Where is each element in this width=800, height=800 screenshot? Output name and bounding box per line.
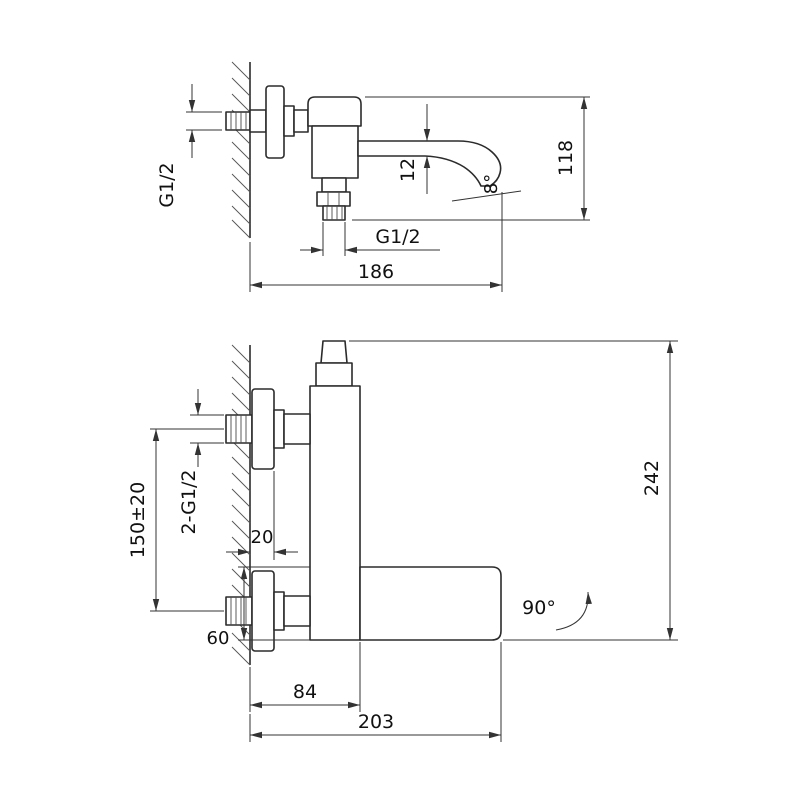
dim-label-150: 150±20 <box>127 482 149 558</box>
dim-overall-height: 118 <box>352 96 590 221</box>
outlet-thread <box>322 205 346 221</box>
dim-label-outlet-thread: G1/2 <box>375 226 420 248</box>
dim-spout-thickness: 12 <box>397 104 431 194</box>
dim-label-203: 203 <box>358 711 394 733</box>
inlet-nut <box>283 105 295 137</box>
mixer-body <box>309 385 361 641</box>
dim-label-118: 118 <box>555 140 577 176</box>
faucet-plan-view <box>225 340 502 652</box>
dim-outlet-thread: G1/2 <box>300 222 440 256</box>
extension-lines <box>238 566 310 641</box>
swivel-arc-arrow <box>555 591 592 631</box>
dim-overall-length: 242 <box>349 340 678 641</box>
faucet-side-view <box>225 85 502 221</box>
extension-lines <box>150 428 224 612</box>
wall-hatching <box>231 61 251 239</box>
dim-body-depth: 84 <box>249 642 361 712</box>
angle-line <box>451 190 522 202</box>
inlet-thread-hatch <box>230 112 247 130</box>
dimensions-top: G1/2 118 12 8° <box>156 84 590 292</box>
lower-inlet-thread <box>225 596 253 626</box>
view-bottom: 150±20 2-G1/2 20 60 <box>127 340 678 742</box>
handle-lever <box>307 96 362 127</box>
outlet-nut-facets <box>327 192 340 206</box>
dim-total-reach: 203 <box>249 642 502 742</box>
lower-thread-hatch <box>230 597 247 625</box>
inlet-connector <box>293 109 309 133</box>
dim-label-186: 186 <box>358 261 394 283</box>
dim-label-inlet-thread: G1/2 <box>156 162 178 207</box>
dim-label-2-g12: 2-G1/2 <box>178 470 200 535</box>
lower-escutcheon <box>251 570 275 652</box>
dim-label-8deg: 8° <box>481 174 502 194</box>
spout-plan <box>359 566 502 641</box>
upper-inlet-thread <box>225 414 253 444</box>
dim-label-60: 60 <box>207 628 230 649</box>
dim-label-242: 242 <box>641 460 663 496</box>
dim-spout-angle: 8° <box>451 174 522 202</box>
extension-lines <box>349 340 678 641</box>
outlet-neck <box>321 177 347 193</box>
extension-lines <box>186 111 222 131</box>
dim-inlet-threads: 2-G1/2 <box>178 389 224 534</box>
upper-escutcheon <box>251 388 275 470</box>
upper-inlet-connector <box>283 413 311 445</box>
dimensions-bottom: 150±20 2-G1/2 20 60 <box>127 340 678 742</box>
dim-swivel-angle: 90° <box>522 591 592 631</box>
upper-inlet-nut <box>273 409 285 449</box>
mixer-body <box>311 125 359 179</box>
dim-flange-offset: 20 <box>226 471 298 560</box>
dim-inlet-thread: G1/2 <box>156 84 222 208</box>
lower-inlet-connector <box>283 595 311 627</box>
dim-reach-186: 186 <box>249 192 503 292</box>
spout <box>357 140 502 187</box>
extension-lines <box>322 222 346 256</box>
upper-thread-hatch <box>230 415 247 443</box>
handle-base <box>315 362 353 387</box>
outlet-thread-hatch <box>326 206 343 220</box>
extension-lines <box>352 96 590 221</box>
handle-knob <box>320 340 348 364</box>
outlet-nut <box>316 191 351 207</box>
dim-inlet-spacing: 150±20 <box>127 428 224 612</box>
dim-label-12: 12 <box>397 158 419 182</box>
dim-label-90deg: 90° <box>522 597 556 619</box>
dim-spout-width: 60 <box>207 566 310 649</box>
wall-escutcheon <box>265 85 285 159</box>
view-top: G1/2 118 12 8° <box>156 61 590 292</box>
dim-label-84: 84 <box>293 681 317 703</box>
wall-section-top <box>231 61 251 239</box>
inlet-pipe <box>249 109 267 133</box>
dim-label-20: 20 <box>251 527 274 548</box>
lower-inlet-nut <box>273 591 285 631</box>
